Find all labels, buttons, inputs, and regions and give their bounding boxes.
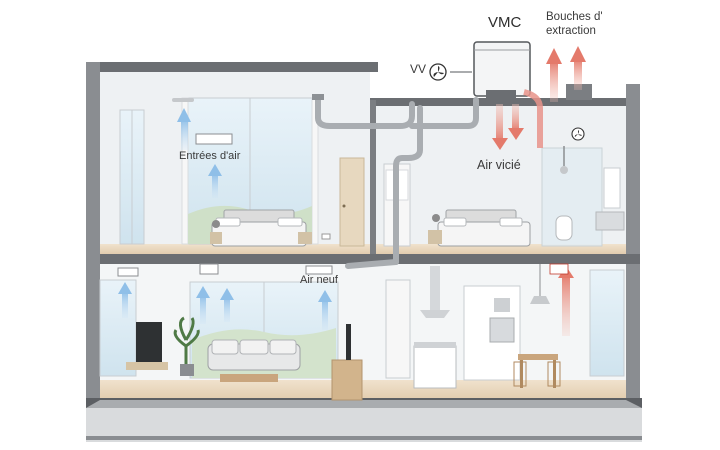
fan-icon bbox=[429, 63, 447, 81]
building-shell bbox=[86, 62, 642, 442]
vmc-unit-icon bbox=[473, 41, 531, 98]
fresh-air-arrows bbox=[118, 108, 332, 330]
kitchen bbox=[385, 264, 561, 389]
stale-air-label: Air vicié bbox=[477, 158, 521, 172]
living-room bbox=[126, 316, 363, 401]
extraction-label: Bouches d' extraction bbox=[546, 10, 603, 38]
vent-grille-icon bbox=[117, 133, 569, 277]
duct-outlets bbox=[172, 94, 324, 102]
exhaust-stack bbox=[566, 84, 592, 100]
upper-left-bedroom bbox=[210, 157, 365, 247]
vw-mark-label: VV bbox=[410, 62, 427, 76]
ducts bbox=[315, 97, 479, 269]
air-inlets-label: Entrées d'air bbox=[179, 150, 241, 162]
extraction-label-line2: extraction bbox=[546, 25, 596, 37]
fresh-air-label: Air neuf bbox=[300, 274, 338, 286]
extraction-label-line1: Bouches d' bbox=[546, 11, 603, 23]
bath-fan-icon bbox=[571, 127, 585, 141]
vmc-label: VMC bbox=[488, 14, 522, 31]
